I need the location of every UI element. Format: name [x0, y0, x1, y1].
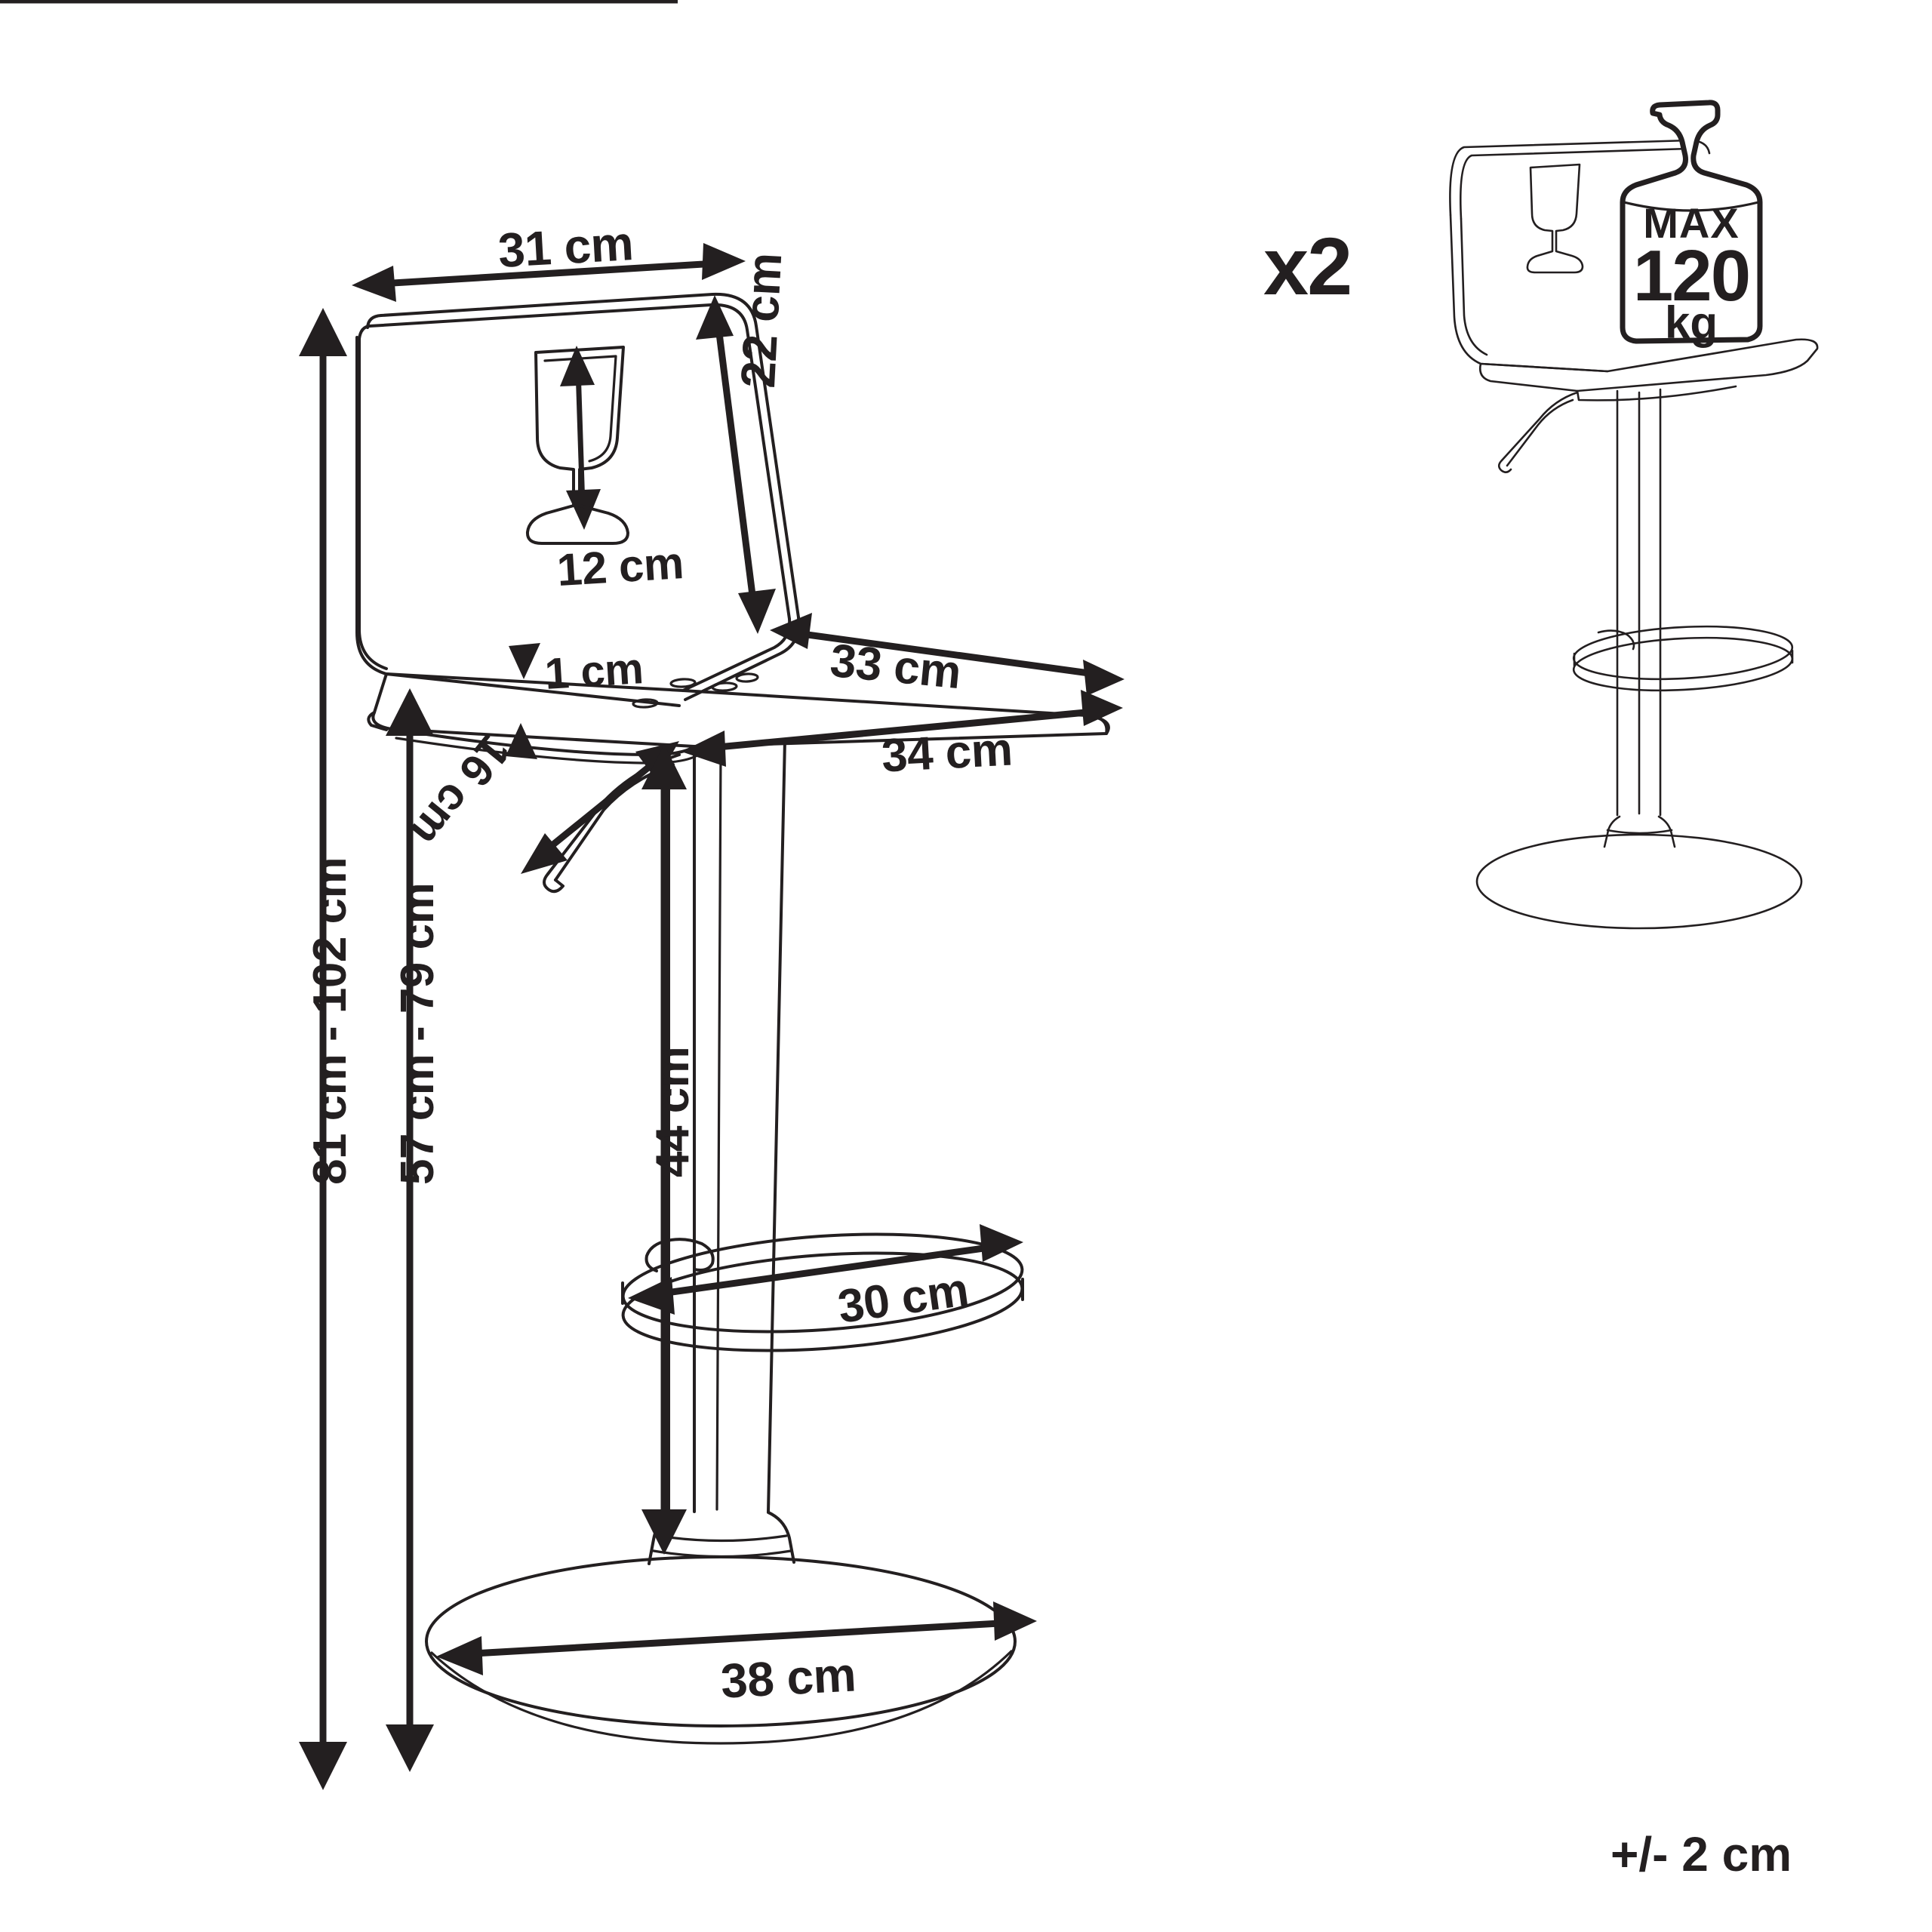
dim-arrow-backrest-height	[696, 295, 776, 634]
footrest-ring	[621, 1232, 1024, 1352]
dim-label-glass-height: 12 cm	[555, 537, 685, 596]
quantity-label: x2	[1263, 220, 1352, 312]
weight-icon	[1620, 100, 1763, 344]
dim-arrow-lever-length	[0, 0, 679, 874]
gas-cylinder-column	[667, 738, 786, 1513]
tolerance-note: +/- 2 cm	[1611, 1827, 1792, 1881]
dim-label-base-diameter: 38 cm	[719, 1647, 857, 1709]
dim-arrow-seat-height-range	[386, 688, 434, 1772]
dim-arrow-seat-thickness	[506, 643, 540, 759]
weight-unit-label: kg	[1664, 297, 1718, 348]
weight-value-label: 120	[1632, 235, 1751, 316]
dim-arrow-seat-depth	[770, 613, 1124, 696]
main-stool-illustration	[355, 292, 1110, 1745]
dim-arrow-total-height-range	[299, 308, 347, 1790]
dim-label-seat-width: 34 cm	[880, 723, 1014, 783]
dim-arrow-base-diameter	[436, 1601, 1037, 1675]
dim-label-backrest-height: 22 cm	[730, 251, 792, 389]
dim-label-total-height-range: 81 cm - 102 cm	[304, 857, 356, 1185]
dim-label-seat-thickness: 1 cm	[543, 644, 645, 699]
dim-label-column-height: 44 cm	[647, 1046, 699, 1177]
dim-label-backrest-width: 31 cm	[497, 216, 635, 278]
dim-arrow-footrest-diameter	[628, 1224, 1023, 1315]
weight-max-label: MAX	[1643, 199, 1740, 247]
dim-arrow-column-height	[641, 744, 687, 1555]
wine-glass-icon	[525, 346, 629, 545]
seat-panel	[367, 672, 1110, 764]
dim-label-seat-height-range: 57 cm - 79 cm	[392, 882, 444, 1185]
dim-arrow-backrest-width	[352, 243, 746, 302]
dim-arrow-seat-width	[681, 690, 1123, 767]
thumbnail-stool-illustration	[1449, 139, 1819, 930]
